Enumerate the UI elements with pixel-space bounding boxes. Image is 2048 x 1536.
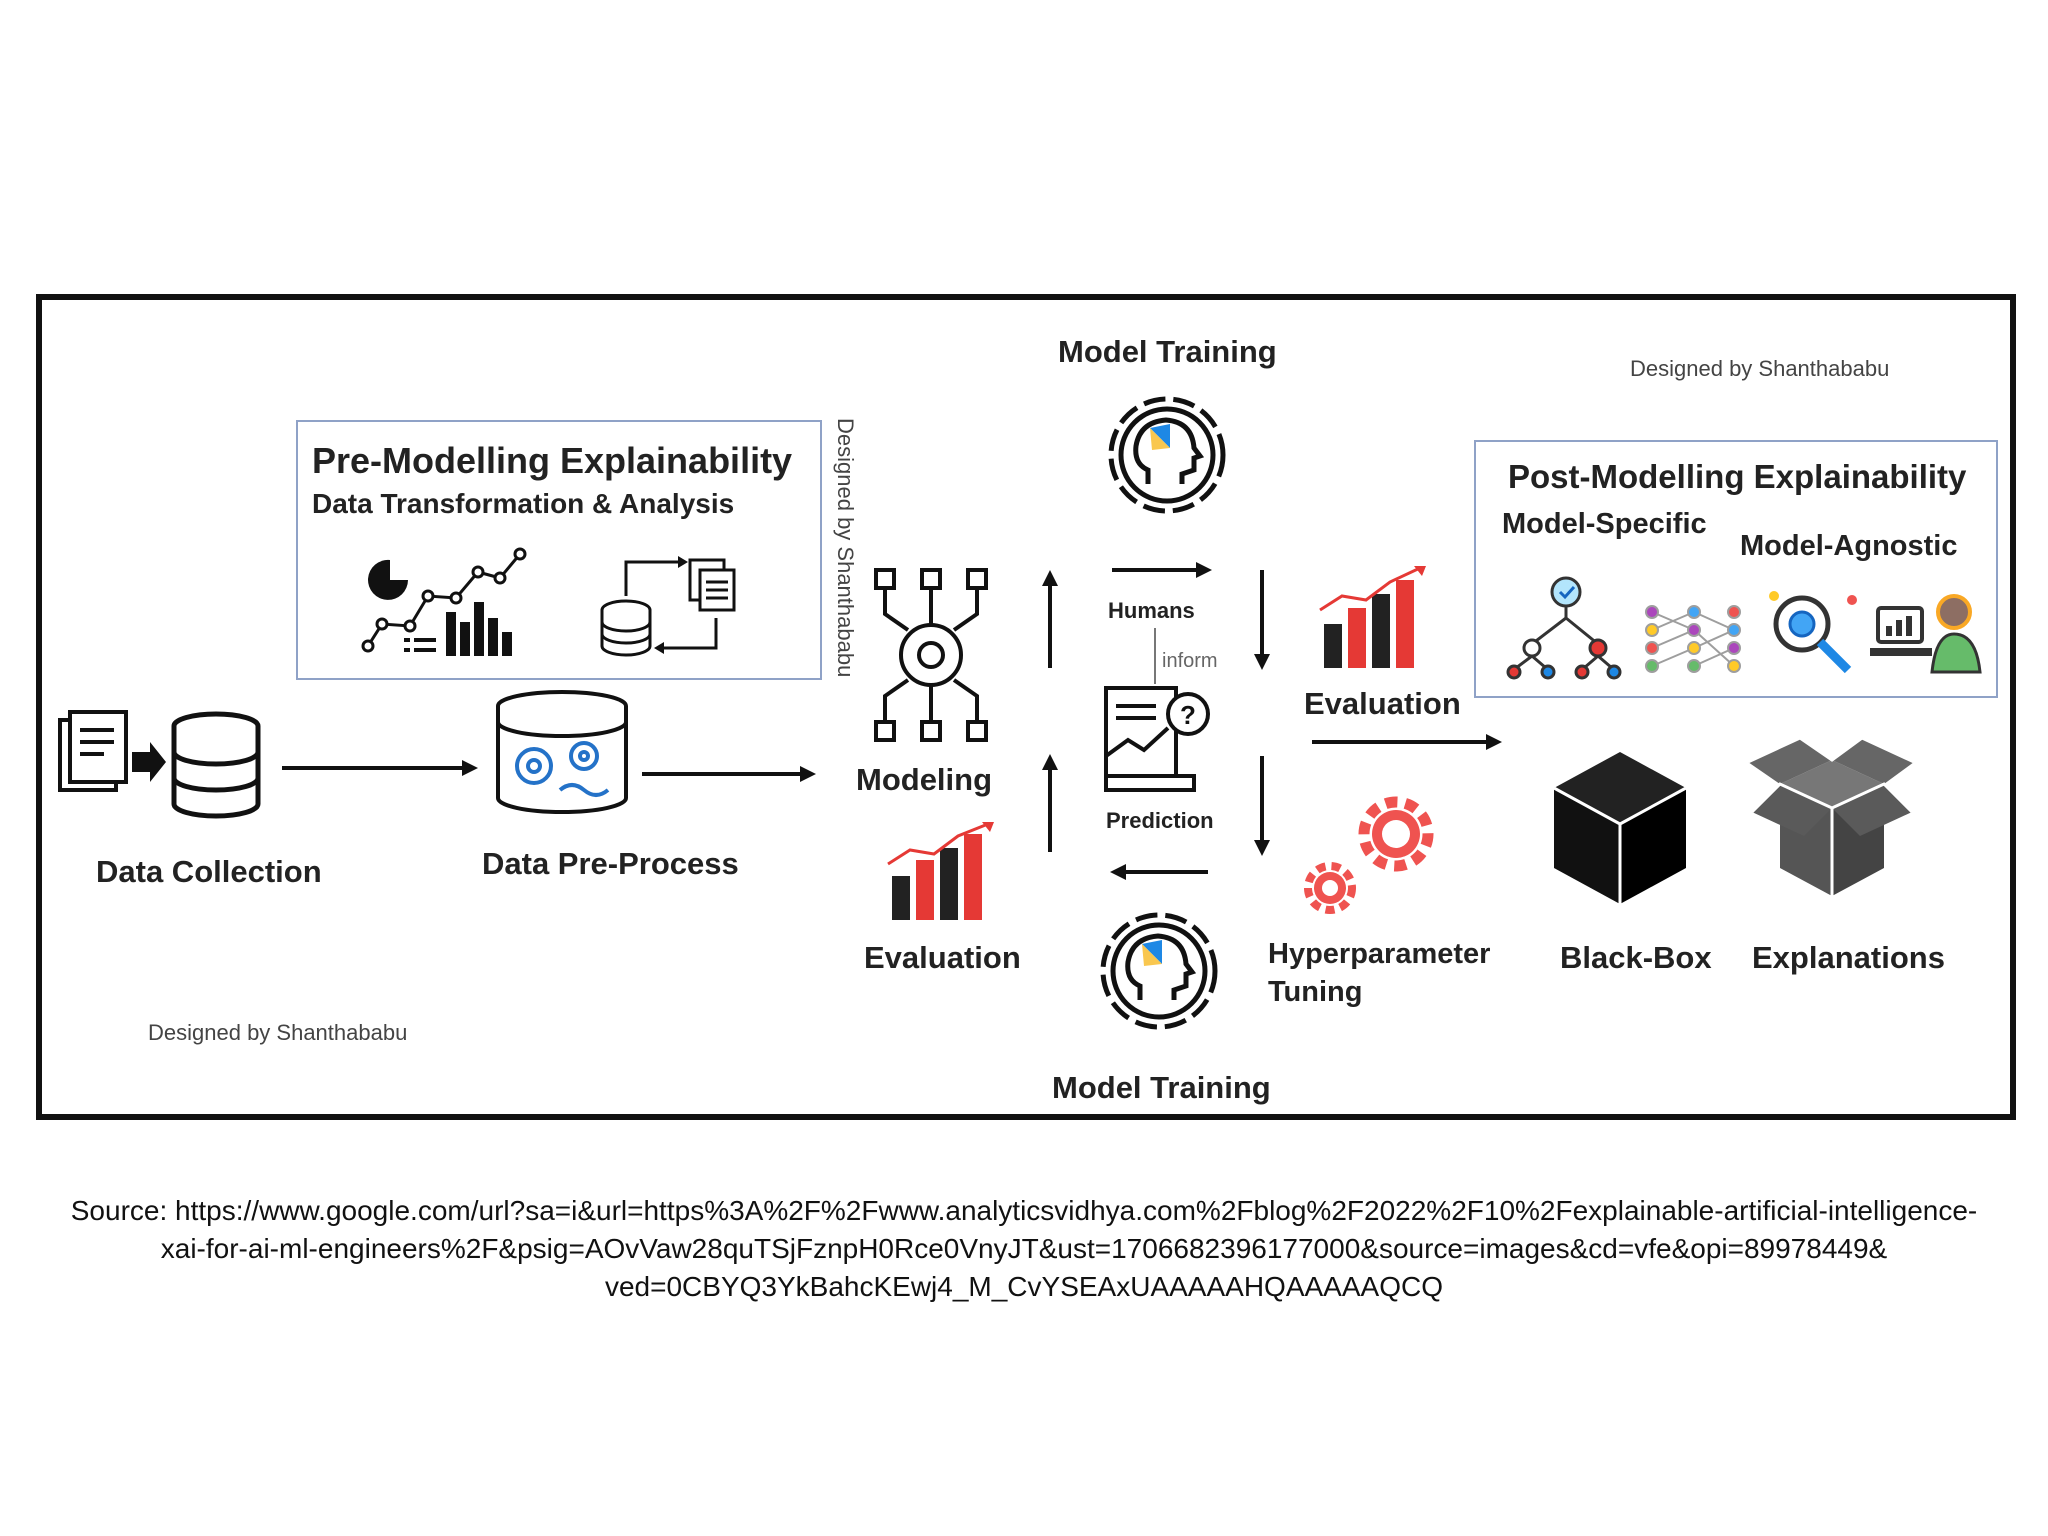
arrow-down-bottom bbox=[1254, 756, 1270, 856]
analyst-laptop-icon bbox=[1870, 594, 1982, 674]
black-box-icon bbox=[1553, 752, 1687, 904]
post-modelling-icons bbox=[1506, 576, 1982, 680]
diagram-frame bbox=[36, 294, 2016, 1120]
inform-label: inform bbox=[1162, 650, 1218, 672]
evaluation-left-icon bbox=[887, 822, 994, 920]
model-training-bottom-label: Model Training bbox=[1052, 1070, 1271, 1105]
hyperparameter-label-line1: Hyperparameter bbox=[1268, 938, 1491, 970]
open-box-icon bbox=[1747, 736, 1915, 896]
modeling-label: Modeling bbox=[856, 762, 993, 797]
explanations-label: Explanations bbox=[1752, 940, 1945, 975]
watermark-vertical: Designed by Shanthababu bbox=[833, 418, 858, 678]
data-collection-icon bbox=[58, 710, 261, 819]
evaluation-right-icon bbox=[1319, 566, 1426, 668]
hyperparameter-label-line2: Tuning bbox=[1268, 976, 1363, 1008]
black-box-label: Black-Box bbox=[1560, 940, 1712, 975]
arrow-modeling-up-top bbox=[1042, 570, 1058, 668]
arrow-collection-to-preprocess bbox=[282, 760, 478, 776]
watermark-bottom-left: Designed by Shanthababu bbox=[148, 1020, 408, 1045]
arrow-to-humans bbox=[1112, 562, 1212, 578]
evaluation-left-label: Evaluation bbox=[864, 940, 1021, 975]
pre-modelling-subtitle: Data Transformation & Analysis bbox=[312, 488, 735, 519]
data-preprocess-label: Data Pre-Process bbox=[482, 846, 739, 881]
prediction-icon: ? bbox=[1104, 686, 1210, 792]
model-training-top-label: Model Training bbox=[1058, 334, 1277, 369]
pre-modelling-box: Pre-Modelling Explainability Data Transf… bbox=[296, 420, 822, 680]
hyperparameter-gears-icon bbox=[1304, 796, 1434, 914]
modeling-icon bbox=[874, 568, 988, 742]
source-citation: Source: https://www.google.com/url?sa=i&… bbox=[70, 1195, 1978, 1302]
neural-network-icon bbox=[1645, 605, 1741, 673]
inform-connector bbox=[1154, 628, 1156, 684]
arrow-modeling-up-bottom bbox=[1042, 754, 1058, 852]
pre-modelling-title: Pre-Modelling Explainability bbox=[312, 440, 793, 481]
model-agnostic-label: Model-Agnostic bbox=[1740, 530, 1958, 562]
watermark-top-right: Designed by Shanthababu bbox=[1630, 356, 1890, 381]
model-training-top-icon bbox=[1108, 396, 1226, 514]
post-modelling-title: Post-Modelling Explainability bbox=[1508, 458, 1967, 495]
humans-label: Humans bbox=[1108, 598, 1195, 623]
post-modelling-box: Post-Modelling Explainability Model-Spec… bbox=[1474, 440, 1998, 698]
arrow-down-top bbox=[1254, 570, 1270, 670]
model-training-bottom-icon bbox=[1100, 912, 1218, 1030]
arrow-to-post-modelling bbox=[1312, 734, 1502, 750]
arrow-left-to-training bbox=[1110, 864, 1208, 880]
arrow-preprocess-to-modeling bbox=[642, 766, 816, 782]
data-preprocess-icon bbox=[496, 690, 628, 814]
evaluation-right-label: Evaluation bbox=[1304, 686, 1461, 721]
data-collection-label: Data Collection bbox=[96, 854, 322, 889]
prediction-label: Prediction bbox=[1106, 808, 1214, 833]
svg-text:?: ? bbox=[1180, 700, 1196, 730]
magnifier-analysis-icon bbox=[1769, 591, 1857, 674]
analysis-chart-icon bbox=[361, 547, 527, 656]
data-transform-icon bbox=[600, 556, 736, 657]
decision-tree-icon bbox=[1506, 576, 1622, 680]
model-specific-label: Model-Specific bbox=[1502, 508, 1707, 540]
